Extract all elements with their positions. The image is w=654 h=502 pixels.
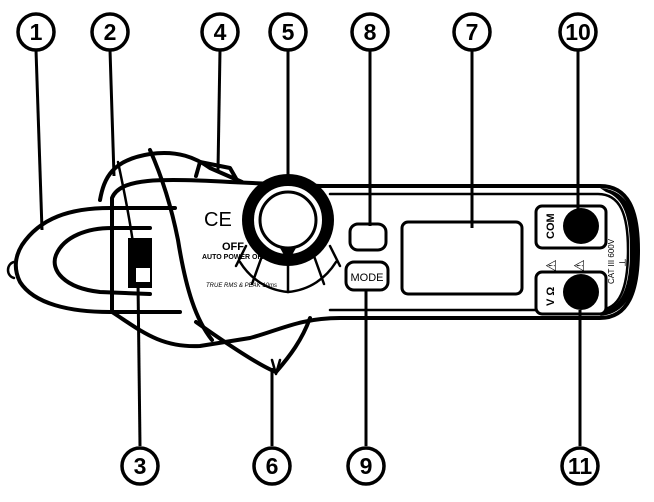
function-button[interactable] — [348, 222, 388, 252]
callout-2: 2 — [90, 12, 130, 52]
true-rms-label: TRUE RMS & PEAK 10ms — [206, 283, 277, 289]
callout-1: 1 — [16, 12, 56, 52]
mode-button-label: MODE — [351, 272, 384, 284]
cat-rating-label: CAT III 600V — [607, 238, 616, 284]
com-jack-label: COM — [545, 213, 557, 239]
hold-button-housing — [194, 160, 240, 184]
svg-text:10: 10 — [565, 19, 591, 45]
callout-3: 3 — [120, 446, 160, 486]
svg-text:3: 3 — [134, 453, 147, 479]
svg-text:5: 5 — [282, 19, 295, 45]
meter-body — [110, 177, 640, 349]
svg-text:6: 6 — [266, 453, 279, 479]
callout-7: 7 — [452, 12, 492, 52]
svg-text:2: 2 — [104, 19, 117, 45]
callout-8: 8 — [350, 12, 390, 52]
callout-10: 10 — [558, 12, 598, 52]
svg-text:7: 7 — [466, 19, 479, 45]
callout-4: 4 — [200, 12, 240, 52]
callout-6: 6 — [252, 446, 292, 486]
rotary-dial — [234, 174, 342, 294]
leader-lines — [34, 49, 582, 447]
svg-text:9: 9 — [360, 453, 373, 479]
callout-11: 11 — [560, 446, 600, 486]
com-jack[interactable] — [563, 208, 599, 244]
svg-text:4: 4 — [214, 19, 227, 45]
off-label: OFF — [222, 241, 244, 253]
lcd-display — [400, 220, 524, 296]
v-ohm-jack-label: V Ω — [545, 287, 557, 306]
callout-5: 5 — [268, 12, 308, 52]
svg-text:8: 8 — [364, 19, 377, 45]
warning-symbol-right: ⚠ — [571, 259, 587, 272]
auto-power-off-label: AUTO POWER OFF — [202, 254, 267, 261]
v-ohm-jack[interactable] — [563, 274, 599, 310]
svg-text:1: 1 — [30, 19, 43, 45]
clamp-jaws — [6, 148, 312, 376]
svg-text:11: 11 — [568, 453, 593, 479]
warning-symbol-left: ⚠ — [543, 259, 559, 272]
ce-mark: CE — [204, 209, 232, 231]
callout-9: 9 — [346, 446, 386, 486]
ground-symbol: ⏚ — [618, 257, 631, 268]
